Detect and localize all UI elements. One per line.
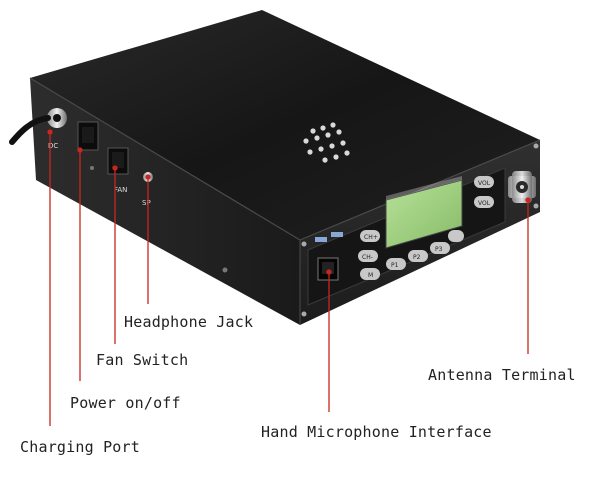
antenna-connector <box>508 171 536 203</box>
headphone-jack-label: Headphone Jack <box>124 313 254 331</box>
vol-up-button <box>474 176 494 188</box>
function-button <box>448 230 464 242</box>
dc-charging-port <box>9 108 67 145</box>
mic-interface-label: Hand Microphone Interface <box>261 423 492 441</box>
svg-text:M: M <box>368 272 373 279</box>
speaker-grille <box>303 122 350 163</box>
p3-button <box>430 242 450 254</box>
m-button <box>360 268 380 280</box>
sp-label: SP <box>142 199 151 207</box>
vol-down-button <box>474 196 494 208</box>
svg-text:VOL: VOL <box>478 200 491 207</box>
fan-switch-label: Fan Switch <box>96 351 189 369</box>
p1-button <box>386 258 406 270</box>
radio-top-surface <box>30 10 540 240</box>
ch-up-button <box>360 230 380 242</box>
svg-text:P3: P3 <box>435 246 443 253</box>
p2-button <box>408 250 428 262</box>
antenna-terminal-label: Antenna Terminal <box>428 366 576 384</box>
control-faceplate: CH+ CH- M P1 P2 P3 VOL VOL <box>301 143 539 317</box>
power-label: Power on/off <box>70 394 181 412</box>
svg-text:CH-: CH- <box>362 254 373 261</box>
svg-text:P2: P2 <box>413 254 421 261</box>
dc-label: DC <box>48 142 58 150</box>
callout-lines <box>47 129 531 426</box>
lcd-display <box>385 179 463 249</box>
svg-text:P1: P1 <box>391 262 399 269</box>
svg-text:VOL: VOL <box>478 180 491 187</box>
svg-text:CH+: CH+ <box>364 234 378 241</box>
ch-down-button <box>358 250 378 262</box>
fan-label: FAN <box>114 186 127 194</box>
charging-port-label: Charging Port <box>20 438 140 456</box>
